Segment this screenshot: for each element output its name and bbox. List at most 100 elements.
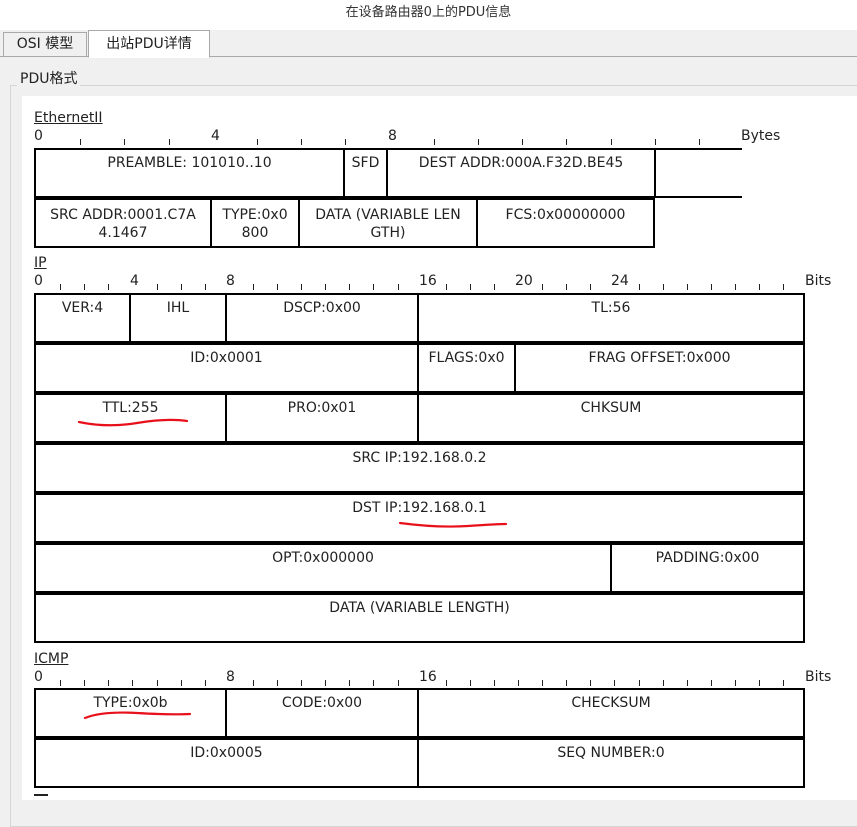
ruler-tick (257, 139, 258, 145)
ruler-tick (433, 139, 435, 145)
ruler-tick (686, 284, 688, 290)
ruler-tick (252, 284, 254, 290)
type-line1: TYPE:0x0 (222, 207, 288, 223)
ruler-tick (349, 680, 351, 686)
ruler-tick (84, 680, 86, 686)
ver-field: VER:4 (34, 293, 131, 343)
icmp-unit-label: Bits (805, 669, 832, 685)
ruler-tick (590, 284, 592, 290)
tab-osi-model[interactable]: OSI 模型 (3, 32, 87, 56)
ruler-tick (445, 680, 447, 686)
pdu-details-pane[interactable]: EthernetII 0 4 8 Bytes PREAMBLE: 101010.… (22, 96, 857, 800)
protocol-field: PRO:0x01 (225, 393, 419, 443)
ruler-tick (566, 284, 568, 290)
ruler-tick (710, 284, 712, 290)
ruler-tick (638, 284, 640, 290)
ruler-tick (349, 284, 351, 290)
icmp-type-annotation-underline (83, 711, 192, 720)
dst-ip-annotation-underline (398, 521, 508, 528)
ruler-label: 8 (226, 273, 235, 289)
ruler-label: 16 (419, 273, 437, 289)
ruler-label: 4 (130, 273, 139, 289)
dest-addr-field: DEST ADDR:000A.F32D.BE45 (386, 148, 656, 198)
ruler-tick (252, 680, 254, 686)
ruler-tick (469, 680, 471, 686)
icmp-section-label: ICMP (34, 651, 69, 667)
icmp-id-field: ID:0x0005 (34, 738, 419, 788)
icmp-bit-ruler: 0 8 16 (34, 669, 805, 686)
ruler-tick (156, 680, 158, 686)
data-line1: DATA (VARIABLE LEN (315, 207, 461, 223)
ruler-tick (124, 139, 126, 145)
chksum-field: CHKSUM (417, 393, 805, 443)
ruler-label: 8 (388, 128, 397, 144)
ttl-field: TTL:255 (34, 393, 227, 443)
ruler-tick (638, 680, 640, 686)
ethernet-unit-label: Bytes (741, 128, 781, 144)
ruler-tick (662, 680, 664, 686)
ruler-tick (60, 284, 62, 290)
ip-section-label: IP (34, 255, 47, 271)
id-field: ID:0x0001 (34, 343, 419, 393)
ihl-field: IHL (129, 293, 227, 343)
ruler-tick (478, 139, 479, 145)
pdu-format-label: PDU格式 (17, 68, 81, 88)
tab-outbound-pdu-details[interactable]: 出站PDU详情 (88, 30, 210, 58)
ruler-tick (301, 139, 303, 145)
ruler-tick (373, 284, 375, 290)
ruler-tick (204, 284, 206, 290)
ruler-tick (734, 680, 736, 686)
ruler-tick (710, 680, 712, 686)
src-addr-line1: SRC ADDR:0001.C7A (50, 207, 196, 223)
window-title: 在设备路由器0上的PDU信息 (0, 0, 857, 30)
ruler-tick (325, 284, 327, 290)
ruler-tick (699, 139, 700, 145)
ruler-tick (734, 284, 736, 290)
dest-addr-continuation (654, 148, 742, 198)
ruler-tick (566, 680, 568, 686)
ruler-tick (277, 284, 278, 290)
src-ip-field: SRC IP:192.168.0.2 (34, 443, 805, 493)
ruler-tick (493, 284, 495, 290)
ruler-label: 0 (34, 128, 43, 144)
ruler-tick (783, 680, 785, 686)
ruler-tick (542, 284, 544, 290)
data-line2: GTH) (370, 225, 406, 241)
padding-field: PADDING:0x00 (610, 543, 805, 593)
ruler-tick (397, 284, 399, 290)
flags-field: FLAGS:0x0 (417, 343, 516, 393)
ruler-tick (108, 284, 110, 290)
ttl-annotation-underline (77, 418, 189, 427)
ruler-tick (204, 680, 206, 686)
ruler-tick (445, 284, 447, 290)
data-field: DATA (VARIABLE LEN GTH) (298, 198, 478, 248)
ruler-tick (783, 284, 785, 290)
ruler-tick (373, 680, 375, 686)
ruler-label: 0 (34, 669, 43, 685)
ruler-tick (132, 680, 134, 686)
ruler-tick (614, 680, 616, 686)
icmp-checksum-field: CHECKSUM (417, 688, 805, 738)
ruler-label: 4 (211, 128, 220, 144)
ruler-tick (654, 139, 656, 145)
ruler-tick (325, 680, 327, 686)
ruler-tick (345, 139, 347, 145)
ruler-tick (493, 680, 495, 686)
ruler-tick (662, 284, 664, 290)
tl-field: TL:56 (417, 293, 805, 343)
dst-ip-field: DST IP:192.168.0.1 (34, 493, 805, 543)
icmp-code-field: CODE:0x00 (225, 688, 419, 738)
ruler-tick (590, 680, 592, 686)
ruler-label: 8 (226, 669, 235, 685)
ruler-tick (168, 139, 170, 145)
ruler-tick (518, 680, 519, 686)
ruler-tick (108, 680, 110, 686)
dscp-field: DSCP:0x00 (225, 293, 419, 343)
ethernet-section-label: EthernetII (34, 110, 103, 126)
ruler-tick (60, 680, 62, 686)
ruler-tick (469, 284, 471, 290)
ruler-tick (84, 284, 86, 290)
ruler-tick (542, 680, 544, 686)
ruler-label: 16 (419, 669, 437, 685)
ruler-tick (180, 284, 182, 290)
